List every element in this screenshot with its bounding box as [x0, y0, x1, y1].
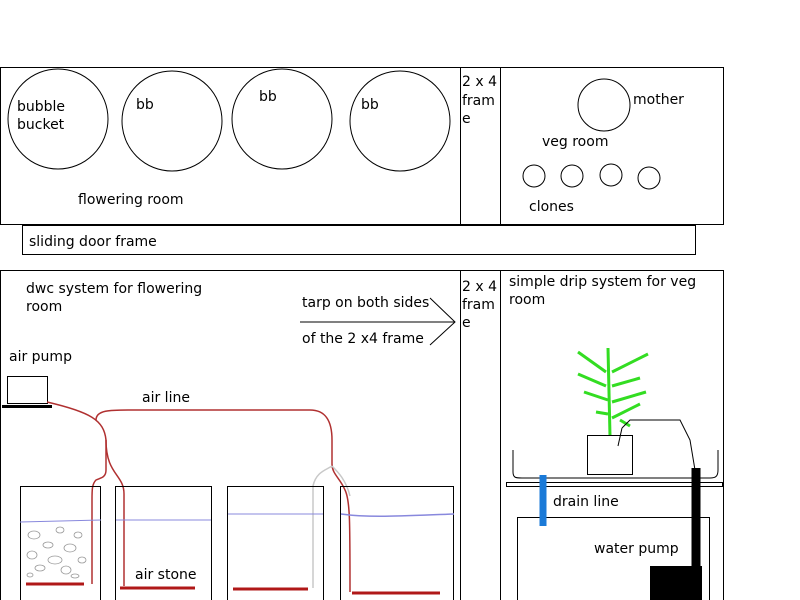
air-line-tubing — [46, 401, 351, 593]
bottom-frame-label-line3: e — [462, 315, 471, 331]
water-pump-label: water pump — [594, 541, 679, 557]
arrow-icon — [300, 297, 456, 346]
clone-1 — [522, 164, 546, 188]
plant-icon — [577, 347, 649, 437]
bottom-room-outline — [0, 270, 724, 600]
drip-line — [621, 419, 696, 471]
dwc-bucket-4 — [340, 486, 455, 600]
clone-2 — [560, 164, 584, 188]
bubble-bucket-1 — [7, 68, 109, 170]
clones-label: clones — [529, 199, 574, 215]
dwc-title-line1: dwc system for flowering — [26, 281, 202, 297]
door-frame-outline — [22, 225, 696, 255]
drip-tray — [512, 450, 719, 479]
bubble-bucket-4 — [349, 70, 451, 172]
mother-plant — [577, 78, 631, 132]
bubble-bucket-2 — [121, 70, 223, 172]
veg-room-label: veg room — [542, 134, 608, 150]
dwc-bucket-2 — [115, 486, 212, 600]
bottom-system-layout: dwc system for flowering room tarp on bo… — [0, 270, 724, 600]
bucket-3-label: bb — [259, 89, 277, 105]
dwc-title-line2: room — [26, 299, 62, 315]
top-room-layout: bubble bucket bb bb bb flowering room 2 … — [0, 67, 724, 225]
bottom-frame-label-line1: 2 x 4 — [462, 279, 497, 295]
drip-title-line1: simple drip system for veg — [509, 274, 696, 290]
air-stone-label: air stone — [135, 567, 197, 583]
top-room-outline — [0, 67, 724, 225]
door-frame-label: sliding door frame — [29, 234, 157, 250]
bubble-bucket-3 — [231, 68, 333, 170]
mother-label: mother — [633, 92, 684, 108]
top-frame-label-line1: 2 x 4 — [462, 74, 497, 90]
air-pump-label: air pump — [9, 349, 72, 365]
sliding-door-frame: sliding door frame — [22, 225, 696, 255]
reservoir — [517, 517, 710, 600]
drip-emitter — [617, 427, 623, 447]
air-line-label: air line — [142, 390, 190, 406]
bucket-1-label-line1: bubble — [17, 99, 65, 115]
top-frame-label-line3: e — [462, 111, 471, 127]
tarp-note-line2: of the 2 x4 frame — [302, 331, 424, 347]
air-pump — [7, 376, 48, 404]
water-pump — [650, 566, 702, 600]
bucket-1-label-line2: bucket — [17, 117, 65, 133]
dwc-bucket-3 — [227, 486, 324, 600]
bubbles-icon — [26, 526, 87, 579]
top-frame-label-line2: fram — [462, 93, 495, 109]
plant-pot — [587, 435, 633, 475]
dwc-bucket-1 — [19, 486, 102, 600]
drip-title-line2: room — [509, 292, 545, 308]
clone-3 — [599, 163, 623, 187]
bucket-2-label: bb — [136, 97, 154, 113]
reservoir-lid — [506, 482, 723, 487]
bucket-4-label: bb — [361, 97, 379, 113]
flowering-room-label: flowering room — [78, 192, 184, 208]
clone-4 — [637, 166, 661, 190]
drain-line-label: drain line — [553, 494, 619, 510]
bottom-frame-label-line2: fram — [462, 297, 495, 313]
tarp-note-line1: tarp on both sides — [302, 295, 429, 311]
